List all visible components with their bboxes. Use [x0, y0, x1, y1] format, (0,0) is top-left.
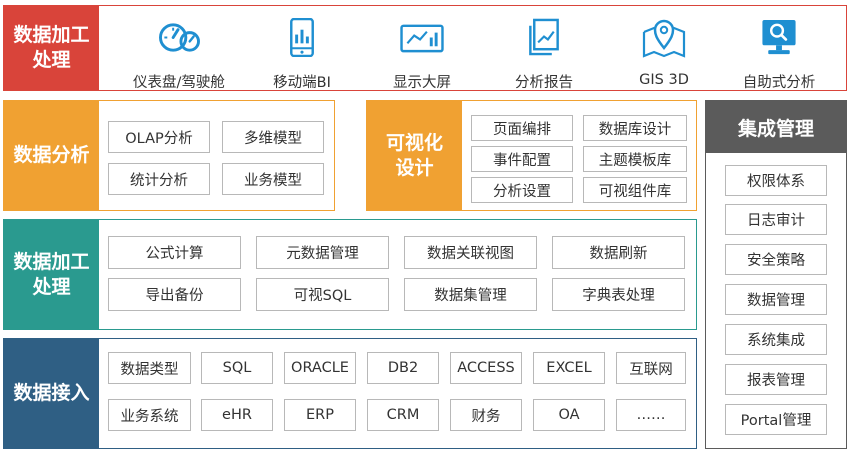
ingestion-item[interactable]: EXCEL	[533, 352, 605, 384]
ingestion-item[interactable]: ACCESS	[450, 352, 522, 384]
ingestion-item[interactable]: DB2	[367, 352, 439, 384]
ingestion-item[interactable]: 互联网	[616, 352, 686, 384]
presentation-layer-label: 数据加工 处理	[4, 6, 99, 90]
analysis-layer: 数据分析 OLAP分析 多维模型 统计分析 业务模型	[3, 100, 335, 211]
processing-item[interactable]: 公式计算	[108, 236, 241, 269]
ingestion-item[interactable]: ERP	[284, 399, 356, 431]
integration-title: 集成管理	[706, 101, 846, 153]
visual-design-layer: 可视化 设计 页面编排 数据库设计 事件配置 主题模板库 分析设置 可视组件库	[366, 100, 697, 211]
presentation-item-dashboard[interactable]: 仪表盘/驾驶舱	[124, 14, 234, 92]
integration-item[interactable]: 数据管理	[725, 284, 827, 315]
visual-design-item[interactable]: 事件配置	[471, 146, 573, 172]
presentation-item-report[interactable]: 分析报告	[489, 14, 599, 92]
analysis-item[interactable]: 业务模型	[222, 163, 324, 195]
visual-design-item[interactable]: 主题模板库	[583, 146, 687, 172]
processing-layer-label: 数据加工 处理	[4, 220, 99, 329]
processing-item[interactable]: 字典表处理	[552, 278, 685, 311]
ingestion-item[interactable]: 业务系统	[108, 399, 191, 431]
processing-item[interactable]: 数据刷新	[552, 236, 685, 269]
ingestion-item[interactable]: ……	[616, 399, 686, 431]
integration-item[interactable]: 报表管理	[725, 364, 827, 395]
presentation-item-gis[interactable]: GIS 3D	[609, 14, 719, 92]
ingestion-item[interactable]: OA	[533, 399, 605, 431]
ingestion-layer-label: 数据接入	[4, 339, 99, 448]
ingestion-item[interactable]: SQL	[201, 352, 273, 384]
processing-item[interactable]: 数据关联视图	[404, 236, 537, 269]
visual-design-layer-label: 可视化 设计	[367, 101, 462, 210]
visual-design-item[interactable]: 数据库设计	[583, 115, 687, 141]
report-document-icon	[529, 18, 559, 56]
presentation-item-label: 移动端BI	[273, 75, 331, 91]
mobile-phone-chart-icon	[290, 18, 314, 57]
dashboard-gauge-icon	[159, 23, 200, 52]
integration-panel: 集成管理 权限体系 日志审计 安全策略 数据管理 系统集成 报表管理 Porta…	[705, 100, 847, 449]
processing-item[interactable]: 数据集管理	[404, 278, 537, 311]
presentation-item-label: 仪表盘/驾驶舱	[133, 75, 225, 91]
processing-layer: 数据加工 处理 公式计算 元数据管理 数据关联视图 数据刷新 导出备份 可视SQ…	[3, 219, 697, 330]
presentation-item-label: 分析报告	[515, 75, 573, 91]
presentation-item-label: 显示大屏	[393, 75, 451, 91]
monitor-search-icon	[762, 19, 796, 55]
integration-item[interactable]: 日志审计	[725, 204, 827, 235]
processing-item[interactable]: 元数据管理	[256, 236, 389, 269]
map-pin-icon	[642, 19, 686, 58]
ingestion-item[interactable]: ORACLE	[284, 352, 356, 384]
visual-design-item[interactable]: 分析设置	[471, 177, 573, 203]
analysis-item[interactable]: OLAP分析	[108, 121, 210, 153]
presentation-item-big-screen[interactable]: 显示大屏	[367, 14, 477, 92]
presentation-item-label: 自助式分析	[742, 75, 816, 91]
presentation-item-self-service[interactable]: 自助式分析	[724, 14, 834, 92]
presentation-layer: 数据加工 处理 仪表盘/驾驶舱 移动端BI 显示大屏	[3, 5, 847, 91]
ingestion-item[interactable]: 数据类型	[108, 352, 191, 384]
analysis-item[interactable]: 统计分析	[108, 163, 210, 195]
analysis-item[interactable]: 多维模型	[222, 121, 324, 153]
analysis-layer-label: 数据分析	[4, 101, 99, 210]
visual-design-item[interactable]: 页面编排	[471, 115, 573, 141]
processing-item[interactable]: 导出备份	[108, 278, 241, 311]
ingestion-layer: 数据接入 数据类型 SQL ORACLE DB2 ACCESS EXCEL 互联…	[3, 338, 697, 449]
integration-item[interactable]: 系统集成	[725, 324, 827, 355]
processing-item[interactable]: 可视SQL	[256, 278, 389, 311]
integration-item[interactable]: 安全策略	[725, 244, 827, 275]
integration-item[interactable]: 权限体系	[725, 165, 827, 196]
visual-design-item[interactable]: 可视组件库	[583, 177, 687, 203]
ingestion-item[interactable]: 财务	[450, 399, 522, 431]
presentation-item-label: GIS 3D	[639, 72, 689, 88]
big-screen-chart-icon	[400, 24, 444, 53]
ingestion-item[interactable]: eHR	[201, 399, 273, 431]
ingestion-item[interactable]: CRM	[367, 399, 439, 431]
presentation-item-mobile-bi[interactable]: 移动端BI	[247, 14, 357, 92]
integration-item[interactable]: Portal管理	[725, 404, 827, 435]
